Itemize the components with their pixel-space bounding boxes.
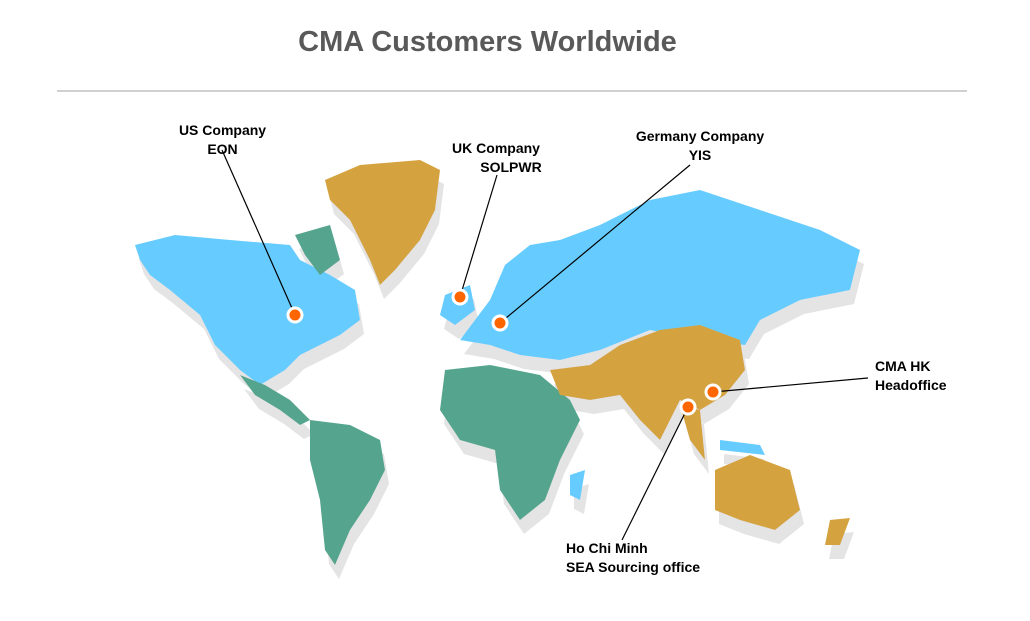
- north-america: [135, 235, 360, 385]
- label-uk-line2: SOLPWR: [480, 159, 542, 175]
- marker-us[interactable]: [286, 306, 304, 324]
- leader-line-us: [221, 149, 296, 316]
- central-america: [240, 375, 310, 425]
- africa: [440, 365, 580, 520]
- page-title: CMA Customers Worldwide: [298, 26, 677, 58]
- indonesia: [720, 440, 765, 455]
- label-hcm-line2: SEA Sourcing office: [566, 559, 701, 575]
- label-hcm: Ho Chi Minh SEA Sourcing office: [566, 539, 700, 577]
- marker-germany[interactable]: [491, 314, 509, 332]
- label-us-line1: US Company: [178, 122, 267, 138]
- label-us-line2: EON: [207, 141, 238, 157]
- label-hcm-line1: Ho Chi Minh: [566, 540, 648, 556]
- label-germany: Germany Company YIS: [615, 127, 785, 165]
- madagascar: [570, 470, 585, 500]
- label-uk: UK Company SOLPWR: [436, 139, 556, 177]
- southeast-asia: [680, 405, 705, 460]
- new-zealand: [825, 518, 850, 545]
- greenland: [325, 160, 440, 285]
- marker-hcm[interactable]: [679, 398, 697, 416]
- south-america: [310, 420, 385, 565]
- label-hk-line1: CMA HK: [875, 358, 931, 374]
- label-hk: CMA HK Headoffice: [875, 357, 947, 395]
- label-hk-line2: Headoffice: [875, 377, 947, 393]
- leader-line-hk: [712, 377, 869, 393]
- marker-uk[interactable]: [451, 288, 469, 306]
- label-germany-line1: Germany Company: [635, 128, 765, 144]
- title-divider: [57, 90, 967, 92]
- asia-south: [550, 325, 745, 440]
- leader-line-uk: [459, 174, 498, 298]
- label-us: US Company EON: [160, 121, 285, 159]
- leader-line-germany: [499, 164, 691, 324]
- leader-line-hcm: [621, 406, 689, 541]
- label-uk-line1: UK Company: [452, 140, 540, 156]
- australia: [715, 455, 800, 530]
- arctic-islands: [295, 225, 340, 275]
- marker-hk[interactable]: [704, 383, 722, 401]
- eurasia: [460, 190, 860, 360]
- label-germany-line2: YIS: [688, 147, 712, 163]
